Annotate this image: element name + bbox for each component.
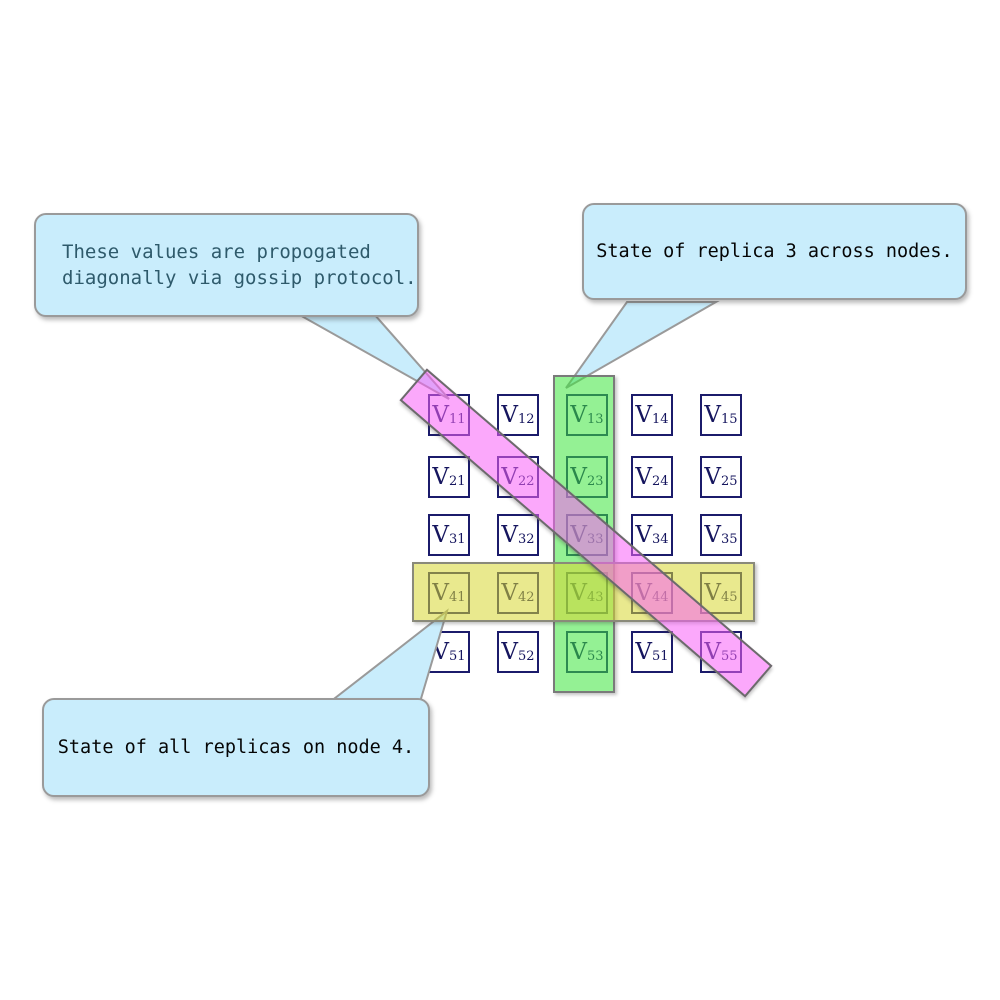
node-callout: State of all replicas on node 4. (42, 698, 430, 797)
gossip-callout-text-line1: These values are propogated (62, 241, 371, 263)
node4-row-highlight (412, 562, 755, 622)
node-callout-tail (327, 608, 449, 703)
node-callout-text: State of all replicas on node 4. (57, 737, 415, 758)
replica-callout-text: State of replica 3 across nodes. (596, 241, 953, 262)
replica-callout: State of replica 3 across nodes. (582, 203, 967, 300)
gossip-callout-text-line2: diagonally via gossip protocol. (62, 267, 417, 289)
gossip-callout: These values are propogated diagonally v… (34, 213, 419, 317)
replica-callout-tail (565, 301, 720, 389)
